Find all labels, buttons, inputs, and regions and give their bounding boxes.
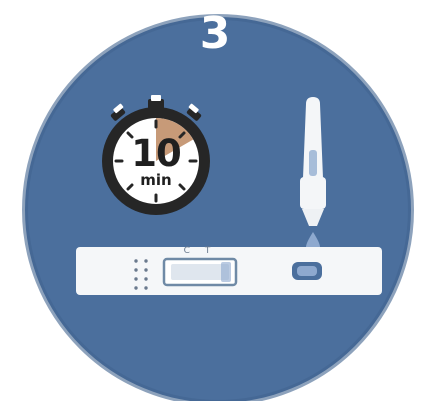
- timer-value: 10: [118, 135, 194, 173]
- step-number: 3: [185, 6, 245, 62]
- control-test-markers: C T: [182, 246, 218, 256]
- timer-unit: min: [118, 171, 194, 189]
- test-cassette-icon: [76, 247, 382, 295]
